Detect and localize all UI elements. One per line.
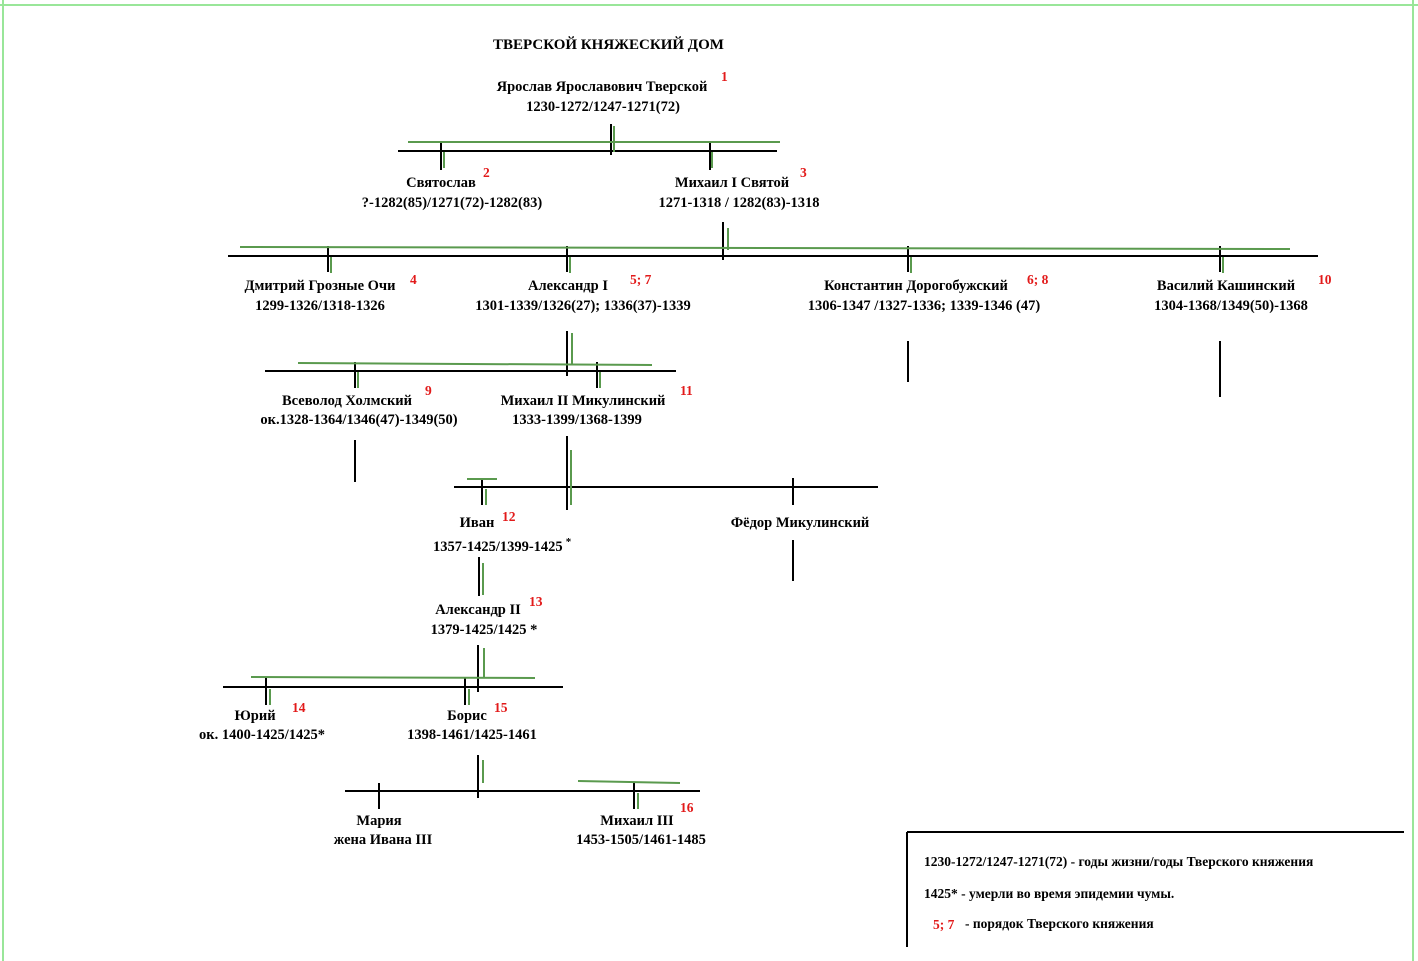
legend-dates-explanation: 1230-1272/1247-1271(72) - годы жизни/год… bbox=[924, 854, 1314, 869]
person-mikhail3-dates: 1453-1505/1461-1485 bbox=[576, 832, 706, 848]
legend-plague-explanation: 1425* - умерли во время эпидемии чумы. bbox=[924, 886, 1175, 901]
person-vsevolod-name: Всеволод Холмский bbox=[281, 393, 413, 409]
person-mikhail3-name: Михаил III bbox=[600, 813, 674, 829]
person-vasily-name: Василий Кашинский bbox=[1156, 278, 1296, 294]
person-mikhail2-dates: 1333-1399/1368-1399 bbox=[512, 412, 642, 428]
legend-order-explanation: - порядок Тверского княжения bbox=[965, 916, 1154, 931]
order-number: 1 bbox=[721, 69, 728, 84]
tree-lines bbox=[223, 124, 1404, 947]
person-alexander2-name: Александр II bbox=[435, 602, 521, 618]
order-number: 12 bbox=[502, 509, 516, 524]
person-yaroslav-dates: 1230-1272/1247-1271(72) bbox=[526, 99, 680, 115]
person-yury-name: Юрий bbox=[234, 708, 276, 724]
overlay-lines bbox=[239, 126, 1291, 809]
legend-order-sample: 5; 7 bbox=[933, 917, 955, 932]
plague-mark: * bbox=[565, 536, 572, 548]
person-mikhail1-name: Михаил I Святой bbox=[674, 175, 790, 191]
person-dmitry-name: Дмитрий Грозные Очи bbox=[244, 278, 396, 294]
order-number: 4 bbox=[410, 272, 417, 287]
person-fyodor-name: Фёдор Микулинский bbox=[730, 515, 870, 531]
person-svyatoslav-dates: ?-1282(85)/1271(72)-1282(83) bbox=[361, 195, 543, 211]
person-konstantin-name: Константин Дорогобужский bbox=[824, 278, 1008, 294]
order-number: 2 bbox=[483, 165, 490, 180]
order-number: 10 bbox=[1318, 272, 1332, 287]
order-number: 9 bbox=[425, 383, 432, 398]
person-svyatoslav-name: Святослав bbox=[406, 175, 476, 191]
order-number: 5; 7 bbox=[630, 272, 652, 287]
order-number: 11 bbox=[680, 383, 693, 398]
person-boris-name: Борис bbox=[447, 708, 487, 724]
person-yury-dates: ок. 1400-1425/1425* bbox=[199, 727, 325, 743]
person-mikhail1-dates: 1271-1318 / 1282(83)-1318 bbox=[658, 195, 820, 211]
person-yaroslav-name: Ярослав Ярославович Тверской bbox=[496, 79, 708, 95]
order-number: 14 bbox=[292, 700, 306, 715]
person-boris-dates: 1398-1461/1425-1461 bbox=[407, 727, 537, 743]
person-alexander2-dates: 1379-1425/1425 * bbox=[430, 622, 538, 638]
order-number: 16 bbox=[680, 800, 694, 815]
person-alexander1-name: Александр I bbox=[528, 278, 608, 294]
order-number: 15 bbox=[494, 700, 508, 715]
person-ivan-name: Иван bbox=[459, 515, 495, 531]
person-maria-name: Мария bbox=[356, 813, 402, 829]
person-vasily-dates: 1304-1368/1349(50)-1368 bbox=[1154, 298, 1308, 314]
person-dmitry-dates: 1299-1326/1318-1326 bbox=[255, 298, 385, 314]
diagram-title: ТВЕРСКОЙ КНЯЖЕСКИЙ ДОМ bbox=[493, 37, 724, 53]
person-ivan-dates-text: 1357-1425/1399-1425 bbox=[433, 538, 563, 555]
person-ivan-dates: 1357-1425/1399-1425* bbox=[433, 533, 571, 556]
person-vsevolod-dates: ок.1328-1364/1346(47)-1349(50) bbox=[260, 412, 458, 428]
order-number: 13 bbox=[529, 594, 543, 609]
person-alexander1-dates: 1301-1339/1326(27); 1336(37)-1339 bbox=[475, 298, 691, 314]
person-konstantin-dates: 1306-1347 /1327-1336; 1339-1346 (47) bbox=[807, 298, 1041, 314]
order-number: 6; 8 bbox=[1027, 272, 1049, 287]
order-number: 3 bbox=[800, 165, 807, 180]
person-maria-note: жена Ивана III bbox=[333, 832, 433, 848]
person-mikhail2-name: Михаил II Микулинский bbox=[500, 393, 666, 409]
